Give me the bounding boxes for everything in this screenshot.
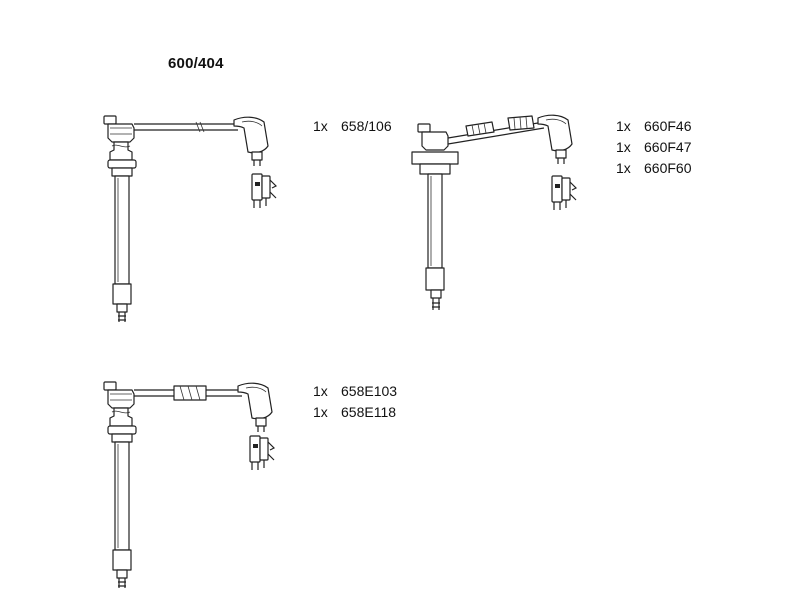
part-number: 658E118: [341, 404, 397, 420]
cable-660f46-660f47-660f60: [411, 114, 577, 310]
part-number: 658/106: [341, 118, 392, 134]
parts-list-group-1: 1x 658/106: [313, 116, 392, 137]
part-number: 660F46: [644, 118, 692, 134]
part-qty: 1x: [616, 160, 631, 176]
cable-658e103-658e118: [103, 381, 275, 589]
part-number: 660F60: [644, 160, 692, 176]
set-code-label: 600/404: [168, 55, 224, 72]
list-item: 1x 658E118: [313, 402, 397, 423]
part-qty: 1x: [313, 404, 328, 420]
part-qty: 1x: [313, 383, 328, 399]
list-item: 1x 658E103: [313, 381, 397, 402]
list-item: 1x 660F60: [616, 158, 691, 179]
part-number: 658E103: [341, 383, 398, 399]
list-item: 1x 658/106: [313, 116, 392, 137]
part-qty: 1x: [616, 118, 631, 134]
part-number: 660F47: [644, 139, 692, 155]
part-qty: 1x: [616, 139, 631, 155]
parts-list-group-2: 1x 660F46 1x 660F47 1x 660F60: [616, 116, 691, 179]
cable-658-106: [103, 115, 277, 323]
list-item: 1x 660F46: [616, 116, 691, 137]
list-item: 1x 660F47: [616, 137, 691, 158]
parts-list-group-3: 1x 658E103 1x 658E118: [313, 381, 397, 423]
part-qty: 1x: [313, 118, 328, 134]
